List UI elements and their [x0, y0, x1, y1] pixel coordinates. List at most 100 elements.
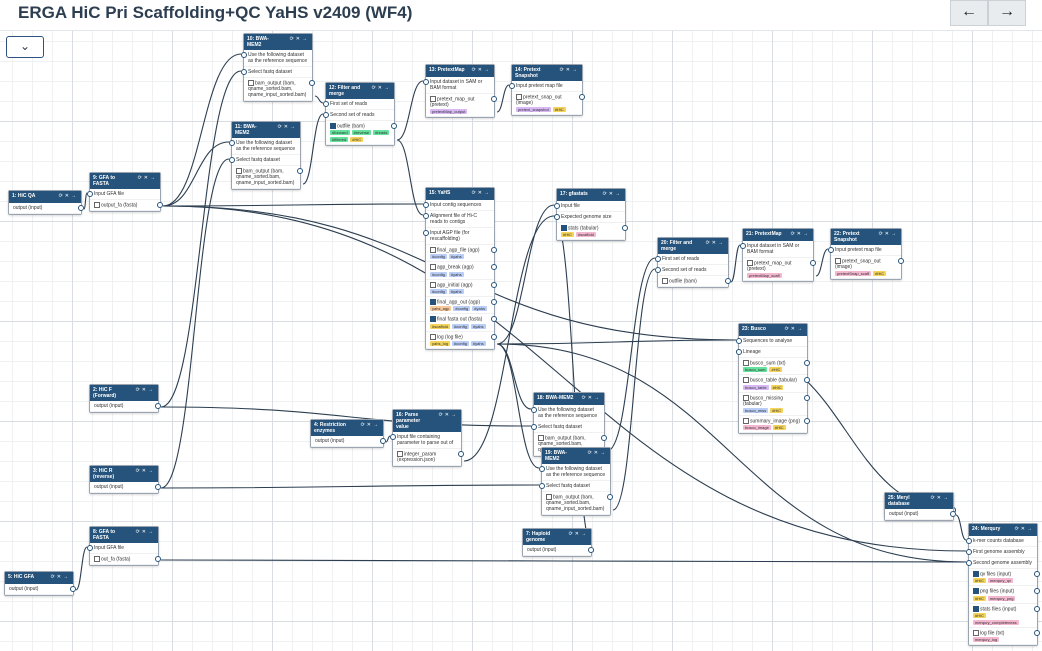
output-checkbox[interactable] — [236, 168, 242, 174]
node-controls-icon[interactable]: ⟳✕→ — [471, 67, 491, 73]
output-checkbox[interactable] — [973, 588, 979, 595]
output-terminal-icon[interactable] — [78, 205, 84, 211]
workflow-node-n7[interactable]: 7: Haploid genome⟳✕→output (input) — [522, 528, 594, 557]
workflow-node-n25[interactable]: 25: Meryl database⟳✕→output (input) — [884, 492, 956, 521]
output-checkbox[interactable] — [430, 281, 436, 288]
node-controls-icon[interactable]: ⟳✕→ — [135, 387, 155, 393]
output-checkbox[interactable] — [743, 417, 749, 424]
node-header[interactable]: 25: Meryl database⟳✕→ — [885, 493, 953, 509]
tag-badge[interactable]: merqury_completeness — [973, 619, 1019, 625]
output-terminal-icon[interactable] — [622, 225, 628, 231]
tag-badge[interactable]: merqury_log — [973, 637, 1000, 643]
input-terminal-icon[interactable] — [539, 483, 545, 489]
tag-badge[interactable]: #yahs — [448, 254, 464, 260]
output-terminal-icon[interactable] — [1034, 605, 1040, 612]
tag-badge[interactable]: #config — [452, 340, 469, 346]
tag-badge[interactable]: #scaffold — [575, 232, 596, 238]
output-terminal-icon[interactable] — [491, 264, 497, 271]
input-terminal-icon[interactable] — [966, 538, 972, 544]
node-header[interactable]: 2: HiC F (Forward)⟳✕→ — [90, 385, 158, 401]
output-checkbox[interactable] — [430, 298, 436, 305]
input-terminal-icon[interactable] — [554, 203, 560, 209]
node-header[interactable]: 5: HiC GFA⟳✕→ — [5, 572, 73, 584]
output-terminal-icon[interactable] — [491, 298, 497, 305]
input-terminal-icon[interactable] — [828, 247, 834, 253]
output-checkbox[interactable] — [330, 123, 336, 129]
output-terminal-icon[interactable] — [579, 94, 585, 100]
tag-badge[interactable]: pretextMap_scaff — [747, 273, 782, 279]
output-terminal-icon[interactable] — [491, 316, 497, 323]
output-terminal-icon[interactable] — [804, 417, 810, 424]
input-terminal-icon[interactable] — [740, 243, 746, 249]
output-terminal-icon[interactable] — [725, 278, 731, 284]
tag-badge[interactable]: #HiC — [770, 384, 784, 390]
node-controls-icon[interactable]: ⟳✕→ — [930, 495, 950, 501]
workflow-node-n19[interactable]: 19: BWA-MEM2⟳✕→Use the following dataset… — [539, 447, 613, 517]
workflow-node-n14[interactable]: 14: Pretext Snapshot⟳✕→Input pretext map… — [509, 64, 585, 117]
input-terminal-icon[interactable] — [509, 83, 515, 89]
input-terminal-icon[interactable] — [655, 267, 661, 273]
output-terminal-icon[interactable] — [607, 494, 613, 500]
node-header[interactable]: 13: PretextMap⟳✕→ — [426, 65, 494, 77]
input-terminal-icon[interactable] — [423, 79, 429, 85]
input-terminal-icon[interactable] — [87, 191, 93, 197]
input-terminal-icon[interactable] — [966, 560, 972, 566]
node-header[interactable]: 23: Busco⟳✕→ — [739, 324, 807, 336]
node-header[interactable]: 16: Parse parameter value⟳✕→ — [393, 410, 461, 432]
input-terminal-icon[interactable] — [241, 69, 247, 75]
node-header[interactable]: 9: GFA to FASTA⟳✕→ — [90, 173, 160, 189]
tag-badge[interactable]: #HiC — [973, 578, 986, 584]
tag-badge[interactable]: #filtered — [330, 137, 349, 143]
output-terminal-icon[interactable] — [804, 360, 810, 366]
tag-badge[interactable]: #HiC — [772, 425, 786, 431]
output-terminal-icon[interactable] — [380, 438, 386, 444]
output-terminal-icon[interactable] — [297, 168, 303, 174]
node-header[interactable]: 12: Filter and merge⟳✕→ — [326, 83, 394, 99]
node-header[interactable]: 8: GFA to FASTA⟳✕→ — [90, 527, 158, 543]
tag-badge[interactable]: #HiC — [561, 232, 574, 238]
node-controls-icon[interactable]: ⟳✕→ — [568, 531, 588, 537]
node-controls-icon[interactable]: ⟳✕→ — [371, 85, 391, 91]
input-terminal-icon[interactable] — [554, 214, 560, 220]
node-controls-icon[interactable]: ⟳✕→ — [587, 450, 607, 456]
output-terminal-icon[interactable] — [898, 258, 904, 264]
workflow-node-n22[interactable]: 22: Pretext Snapshot⟳✕→Input pretext map… — [828, 228, 904, 281]
output-checkbox[interactable] — [538, 435, 544, 441]
tag-badge[interactable]: busco_miss — [743, 407, 769, 413]
output-checkbox[interactable] — [430, 333, 436, 340]
output-terminal-icon[interactable] — [601, 435, 607, 441]
workflow-node-n18[interactable]: 18: BWA-MEM2⟳✕→Use the following dataset… — [531, 392, 607, 458]
node-header[interactable]: 14: Pretext Snapshot⟳✕→ — [512, 65, 582, 81]
workflow-node-n13[interactable]: 13: PretextMap⟳✕→Input dataset in SAM or… — [423, 64, 497, 119]
node-controls-icon[interactable]: ⟳✕→ — [289, 36, 309, 42]
node-header[interactable]: 18: BWA-MEM2⟳✕→ — [534, 393, 604, 405]
output-checkbox[interactable] — [397, 451, 403, 457]
tag-badge[interactable]: busco_image — [743, 425, 771, 431]
tag-badge[interactable]: #config — [430, 254, 447, 260]
input-terminal-icon[interactable] — [736, 349, 742, 355]
node-controls-icon[interactable]: ⟳✕→ — [878, 231, 898, 237]
output-checkbox[interactable] — [248, 80, 254, 86]
input-terminal-icon[interactable] — [87, 545, 93, 551]
workflow-node-n2[interactable]: 2: HiC F (Forward)⟳✕→output (input) — [89, 384, 161, 413]
input-terminal-icon[interactable] — [423, 202, 429, 208]
output-checkbox[interactable] — [973, 629, 979, 636]
output-checkbox[interactable] — [743, 394, 749, 401]
output-terminal-icon[interactable] — [491, 247, 497, 253]
tag-badge[interactable]: #HiC — [770, 407, 784, 413]
output-checkbox[interactable] — [835, 258, 841, 264]
node-controls-icon[interactable]: ⟳✕→ — [471, 190, 491, 196]
output-terminal-icon[interactable] — [1034, 571, 1040, 577]
output-terminal-icon[interactable] — [155, 484, 161, 490]
tag-badge[interactable]: #HiC — [973, 612, 986, 618]
input-terminal-icon[interactable] — [241, 52, 247, 58]
node-controls-icon[interactable]: ⟳✕→ — [135, 468, 155, 474]
output-terminal-icon[interactable] — [950, 511, 956, 517]
output-terminal-icon[interactable] — [309, 80, 315, 86]
input-terminal-icon[interactable] — [655, 256, 661, 262]
tag-badge[interactable]: #yahs — [448, 288, 464, 294]
tag-badge[interactable]: pretextMap_output — [430, 109, 468, 115]
